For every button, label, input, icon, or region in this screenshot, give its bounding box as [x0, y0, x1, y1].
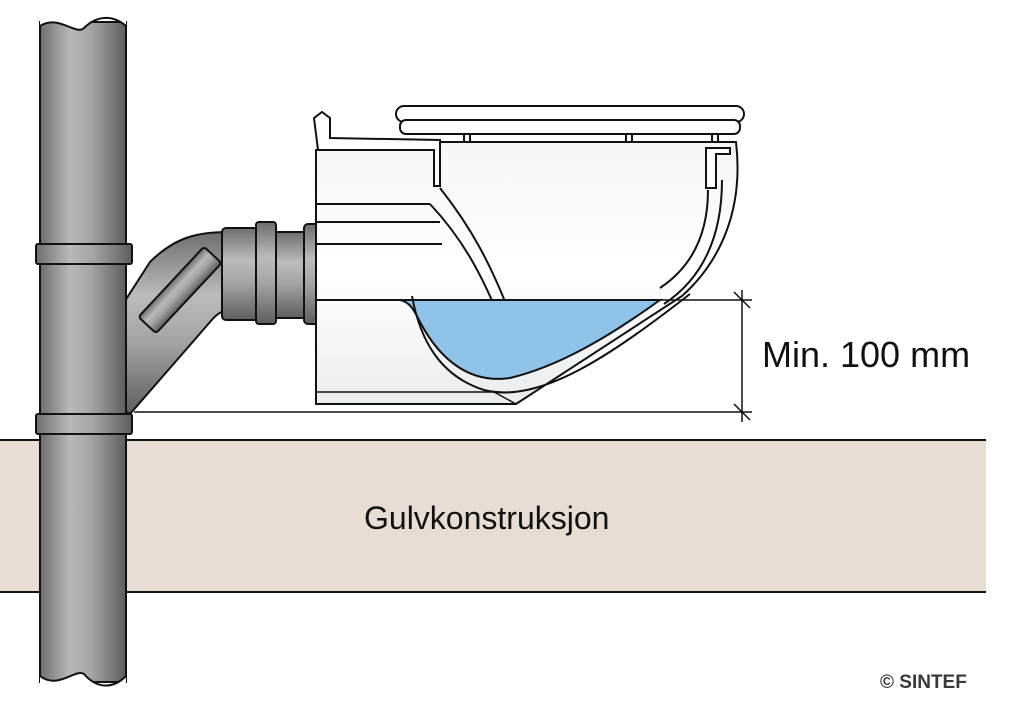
dimension-label: Min. 100 mm [762, 334, 971, 375]
wall-hung-toilet [312, 105, 745, 405]
dimension-marker [134, 290, 752, 422]
soil-stack-pipe [35, 16, 133, 704]
floor-construction [0, 439, 986, 593]
floor-label: Gulvkonstruksjon [364, 500, 610, 536]
copyright-notice: © SINTEF [880, 672, 967, 693]
